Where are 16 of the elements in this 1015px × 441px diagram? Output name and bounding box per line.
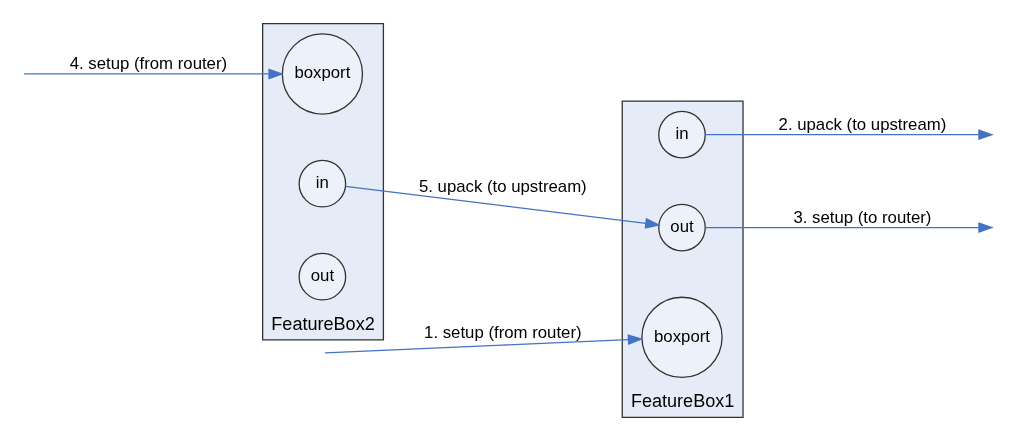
arrow xyxy=(704,129,994,141)
arrow xyxy=(323,334,643,354)
node-circle: out xyxy=(657,203,706,252)
arrow xyxy=(344,185,661,229)
edge-label: 3. setup (to router) xyxy=(792,207,931,227)
arrow xyxy=(704,222,994,234)
node-circle: out xyxy=(298,252,346,301)
edge-label: 5. upack (to upstream) xyxy=(418,176,587,196)
node-circle: in xyxy=(657,110,706,159)
arrow xyxy=(22,68,284,80)
node-circle: boxport xyxy=(640,296,723,379)
edge-label: 2. upack (to upstream) xyxy=(778,115,946,134)
node-circle: in xyxy=(298,159,346,208)
node-circle: boxport xyxy=(281,33,363,115)
edge-label: 4. setup (from router) xyxy=(69,54,227,74)
edge-label: 1. setup (from router) xyxy=(423,322,582,342)
